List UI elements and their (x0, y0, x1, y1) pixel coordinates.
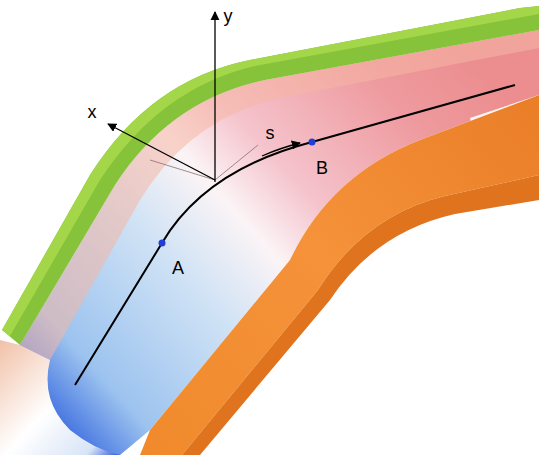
coordinate-label: s (266, 124, 275, 142)
point-label: A (172, 259, 184, 277)
axis-label: x (88, 103, 97, 121)
axis-label: y (224, 7, 233, 25)
point-label: B (316, 159, 328, 177)
